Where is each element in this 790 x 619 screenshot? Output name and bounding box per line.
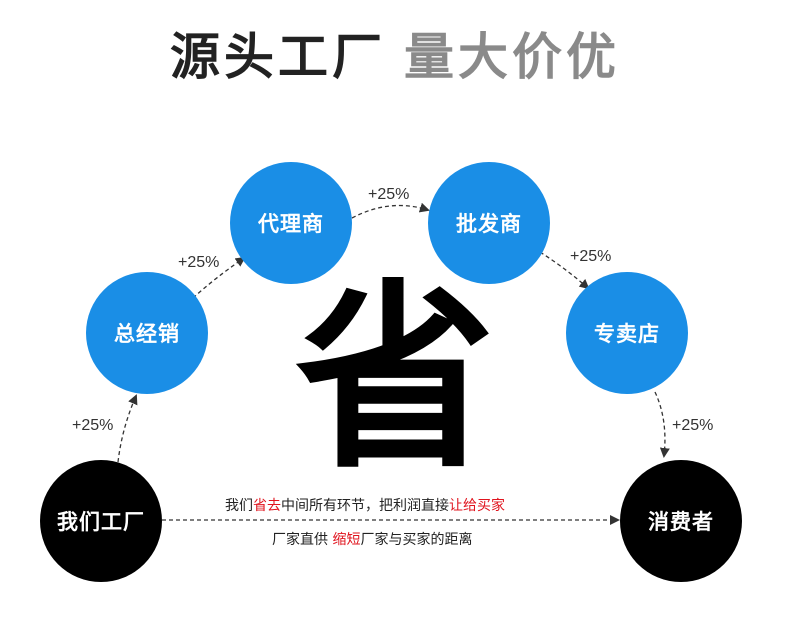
arrow-retailer-consumer — [654, 391, 670, 458]
node-distributor: 总经销 — [86, 272, 208, 394]
note-text: 厂家与买家的距离 — [360, 532, 473, 548]
markup-label: +25% — [570, 248, 612, 265]
note-text: 我们 — [225, 498, 253, 514]
markup-label: +25% — [72, 417, 114, 434]
node-retailer: 专卖店 — [566, 272, 688, 394]
markup-label: +25% — [178, 254, 220, 271]
arrow-agent-wholesaler — [351, 202, 430, 219]
note-highlight: 让给买家 — [449, 498, 505, 514]
page-title: 源头工厂量大价优 — [0, 22, 790, 92]
node-wholesaler: 批发商 — [428, 162, 550, 284]
title-sub: 量大价优 — [404, 28, 620, 86]
note-text: 中间所有环节，把利润直接 — [281, 498, 449, 514]
arrow-wholesaler-retailer — [539, 251, 590, 290]
node-factory: 我们工厂 — [40, 460, 162, 582]
markup-label: +25% — [672, 417, 714, 434]
node-agent: 代理商 — [230, 162, 352, 284]
note-highlight: 省去 — [253, 498, 281, 514]
note-line-1: 我们省去中间所有环节，把利润直接让给买家 — [225, 495, 505, 515]
arrow-distributor-agent — [192, 256, 246, 299]
note-highlight: 缩短 — [332, 532, 361, 548]
arrow-factory-distributor — [117, 394, 138, 463]
center-character: 省 — [294, 263, 495, 496]
title-main: 源头工厂 — [170, 28, 386, 86]
note-line-2: 厂家直供 缩短厂家与买家的距离 — [272, 529, 472, 549]
node-consumer: 消费者 — [620, 460, 742, 582]
note-text: 厂家直供 — [272, 532, 333, 548]
markup-label: +25% — [368, 186, 410, 203]
